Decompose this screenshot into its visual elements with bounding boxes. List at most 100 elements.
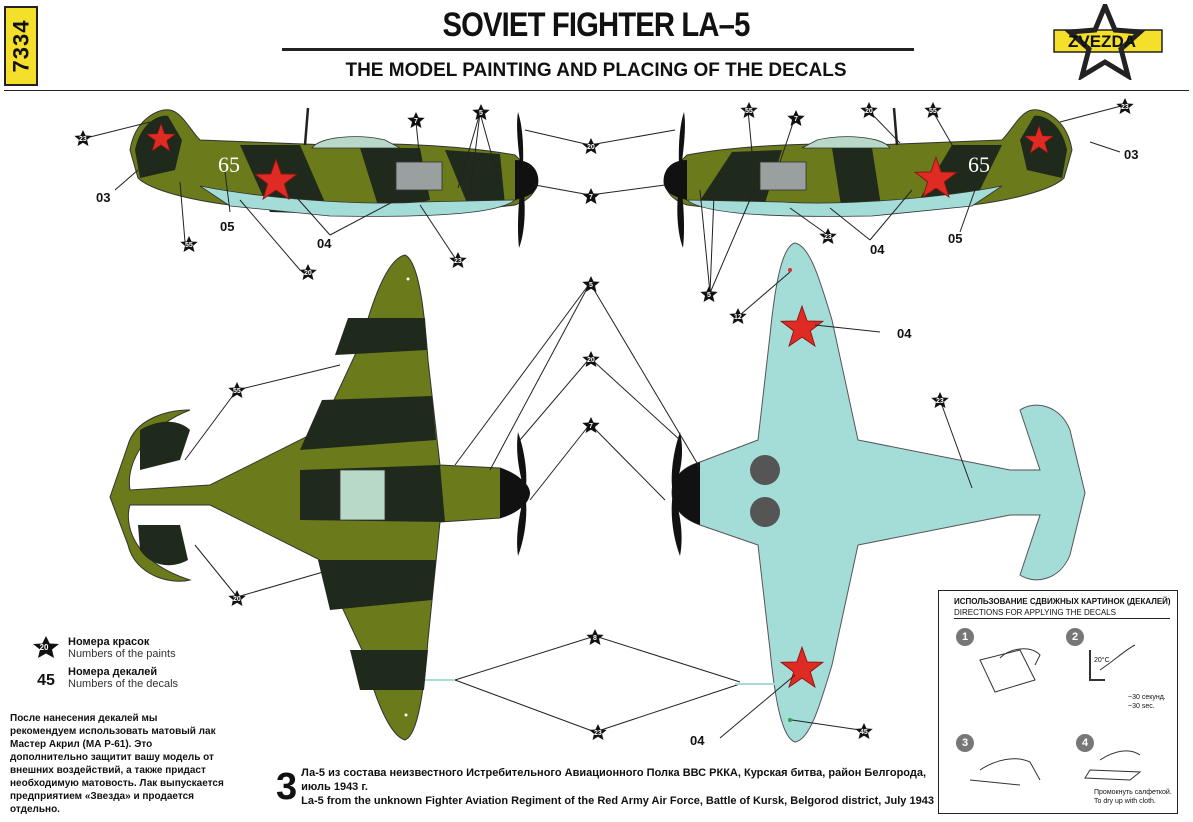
decal-sheet-illustration bbox=[979, 649, 1036, 693]
svg-text:20: 20 bbox=[304, 270, 312, 277]
paint-badge: 20 bbox=[582, 138, 600, 154]
zvezda-star-logo bbox=[1053, 4, 1163, 80]
svg-text:23: 23 bbox=[936, 398, 944, 405]
caption-en: La-5 from the unknown Fighter Aviation R… bbox=[301, 795, 934, 807]
directions-illustrations bbox=[969, 644, 1142, 786]
svg-text:7: 7 bbox=[414, 118, 418, 125]
svg-text:55: 55 bbox=[745, 108, 753, 115]
paint-badge: 23 bbox=[74, 130, 92, 146]
legend-paints-ru: Номера красок bbox=[68, 636, 150, 648]
paint-badge: 23 bbox=[819, 228, 837, 244]
paint-number-star-icon: 20 bbox=[33, 636, 59, 658]
svg-text:23: 23 bbox=[824, 234, 832, 241]
side-number-left: 65 bbox=[218, 152, 240, 177]
page-title: SOVIET FIGHTER LA–5 bbox=[442, 6, 751, 44]
side-number-right: 65 bbox=[968, 152, 990, 177]
header-divider bbox=[4, 90, 1189, 91]
paint-badge: 7 bbox=[582, 188, 600, 204]
left-side-view: 65 bbox=[129, 107, 539, 248]
svg-text:45: 45 bbox=[860, 729, 868, 736]
legend-decals-en: Numbers of the decals bbox=[68, 678, 179, 690]
paint-badge: 20 bbox=[299, 264, 317, 280]
step-1-badge: 1 bbox=[956, 628, 974, 646]
svg-text:7: 7 bbox=[589, 423, 593, 430]
paint-badge: 23 bbox=[1116, 98, 1134, 114]
bottom-view bbox=[671, 242, 1086, 743]
paint-badge: 23 bbox=[589, 724, 607, 740]
leader-lines bbox=[89, 104, 1126, 739]
paint-badge: 7 bbox=[407, 112, 425, 128]
directions-divider bbox=[954, 618, 1170, 619]
paint-badge: 55 bbox=[180, 236, 198, 252]
dry-instruction-en: To dry up with cloth. bbox=[1094, 798, 1156, 805]
legend: 20 Номера красок Numbers of the paints 4… bbox=[30, 636, 240, 696]
scheme-number: 3 bbox=[276, 766, 298, 808]
logo-text: ZVEZDA bbox=[1068, 32, 1136, 51]
decal-label: 05 bbox=[220, 219, 235, 234]
svg-text:12: 12 bbox=[734, 314, 742, 321]
svg-text:8: 8 bbox=[593, 635, 597, 642]
right-side-view bbox=[663, 107, 1073, 248]
svg-text:23: 23 bbox=[79, 136, 87, 143]
dry-instruction-ru: Промокнуть салфеткой. bbox=[1094, 789, 1172, 796]
decal-label: 04 bbox=[317, 236, 332, 251]
decal-label: 03 bbox=[1124, 147, 1139, 162]
decal-directions-panel bbox=[938, 590, 1178, 814]
directions-title-ru: ИСПОЛЬЗОВАНИЕ СДВИЖНЫХ КАРТИНОК (ДЕКАЛЕЙ… bbox=[954, 597, 1171, 606]
svg-text:23: 23 bbox=[454, 258, 462, 265]
paint-badge: 45 bbox=[855, 723, 873, 739]
svg-text:20: 20 bbox=[40, 643, 49, 652]
paint-badge: 5 bbox=[700, 286, 718, 302]
temperature-label: 20°C bbox=[1094, 657, 1110, 664]
soak-time-ru: ~30 секунд. bbox=[1128, 694, 1166, 701]
legend-paints-en: Numbers of the paints bbox=[68, 648, 176, 660]
paint-badge: 20 bbox=[582, 351, 600, 367]
svg-text:5: 5 bbox=[479, 110, 483, 117]
paint-badge: 7 bbox=[787, 110, 805, 126]
paint-badge: 12 bbox=[729, 308, 747, 324]
page-subtitle: THE MODEL PAINTING AND PLACING OF THE DE… bbox=[345, 60, 847, 81]
kit-code: 7334 bbox=[8, 19, 34, 73]
directions-title-en: DIRECTIONS FOR APPLYING THE DECALS bbox=[954, 608, 1116, 617]
paint-badge: 55 bbox=[740, 102, 758, 118]
svg-text:7: 7 bbox=[794, 116, 798, 123]
svg-text:55: 55 bbox=[185, 242, 193, 249]
title-underline bbox=[282, 48, 914, 51]
svg-text:5: 5 bbox=[589, 282, 593, 289]
svg-text:55: 55 bbox=[233, 388, 241, 395]
decal-label: 04 bbox=[690, 733, 705, 748]
top-view bbox=[109, 254, 530, 741]
step-4-badge: 4 bbox=[1076, 734, 1094, 752]
decal-label: 04 bbox=[870, 242, 885, 257]
decal-label: 05 bbox=[948, 231, 963, 246]
paint-badge: 5 bbox=[582, 276, 600, 292]
paint-badge: 55 bbox=[228, 382, 246, 398]
paint-badge: 23 bbox=[449, 252, 467, 268]
paint-badge: 55 bbox=[924, 102, 942, 118]
paint-badge: 5 bbox=[472, 104, 490, 120]
legend-decal-sample: 45 bbox=[37, 672, 55, 689]
varnish-note: После нанесения декалей мы рекомендуем и… bbox=[10, 713, 224, 815]
soak-time-en: ~30 sec. bbox=[1128, 703, 1155, 710]
decal-label: 04 bbox=[897, 326, 912, 341]
aircraft-drawings: 65 65 bbox=[74, 98, 1134, 743]
svg-text:5: 5 bbox=[707, 292, 711, 299]
scheme-caption: 3 Ла-5 из состава неизвестного Истребите… bbox=[276, 766, 936, 808]
svg-text:20: 20 bbox=[587, 144, 595, 151]
decal-label: 03 bbox=[96, 190, 111, 205]
svg-text:23: 23 bbox=[594, 730, 602, 737]
paint-badge: 23 bbox=[931, 392, 949, 408]
svg-text:20: 20 bbox=[233, 596, 241, 603]
paint-badge: 20 bbox=[228, 590, 246, 606]
svg-text:23: 23 bbox=[1121, 104, 1129, 111]
paint-badges: 23 55 20 23 7 5 20 7 55 7 20 55 23 23 5 … bbox=[74, 98, 1134, 740]
kit-code-badge: 7334 bbox=[4, 6, 38, 86]
caption-ru: Ла-5 из состава неизвестного Истребитель… bbox=[301, 767, 927, 793]
step-2-badge: 2 bbox=[1066, 628, 1084, 646]
svg-text:20: 20 bbox=[587, 357, 595, 364]
step-3-badge: 3 bbox=[956, 734, 974, 752]
svg-text:7: 7 bbox=[589, 194, 593, 201]
svg-text:55: 55 bbox=[929, 108, 937, 115]
paint-badge: 20 bbox=[860, 102, 878, 118]
